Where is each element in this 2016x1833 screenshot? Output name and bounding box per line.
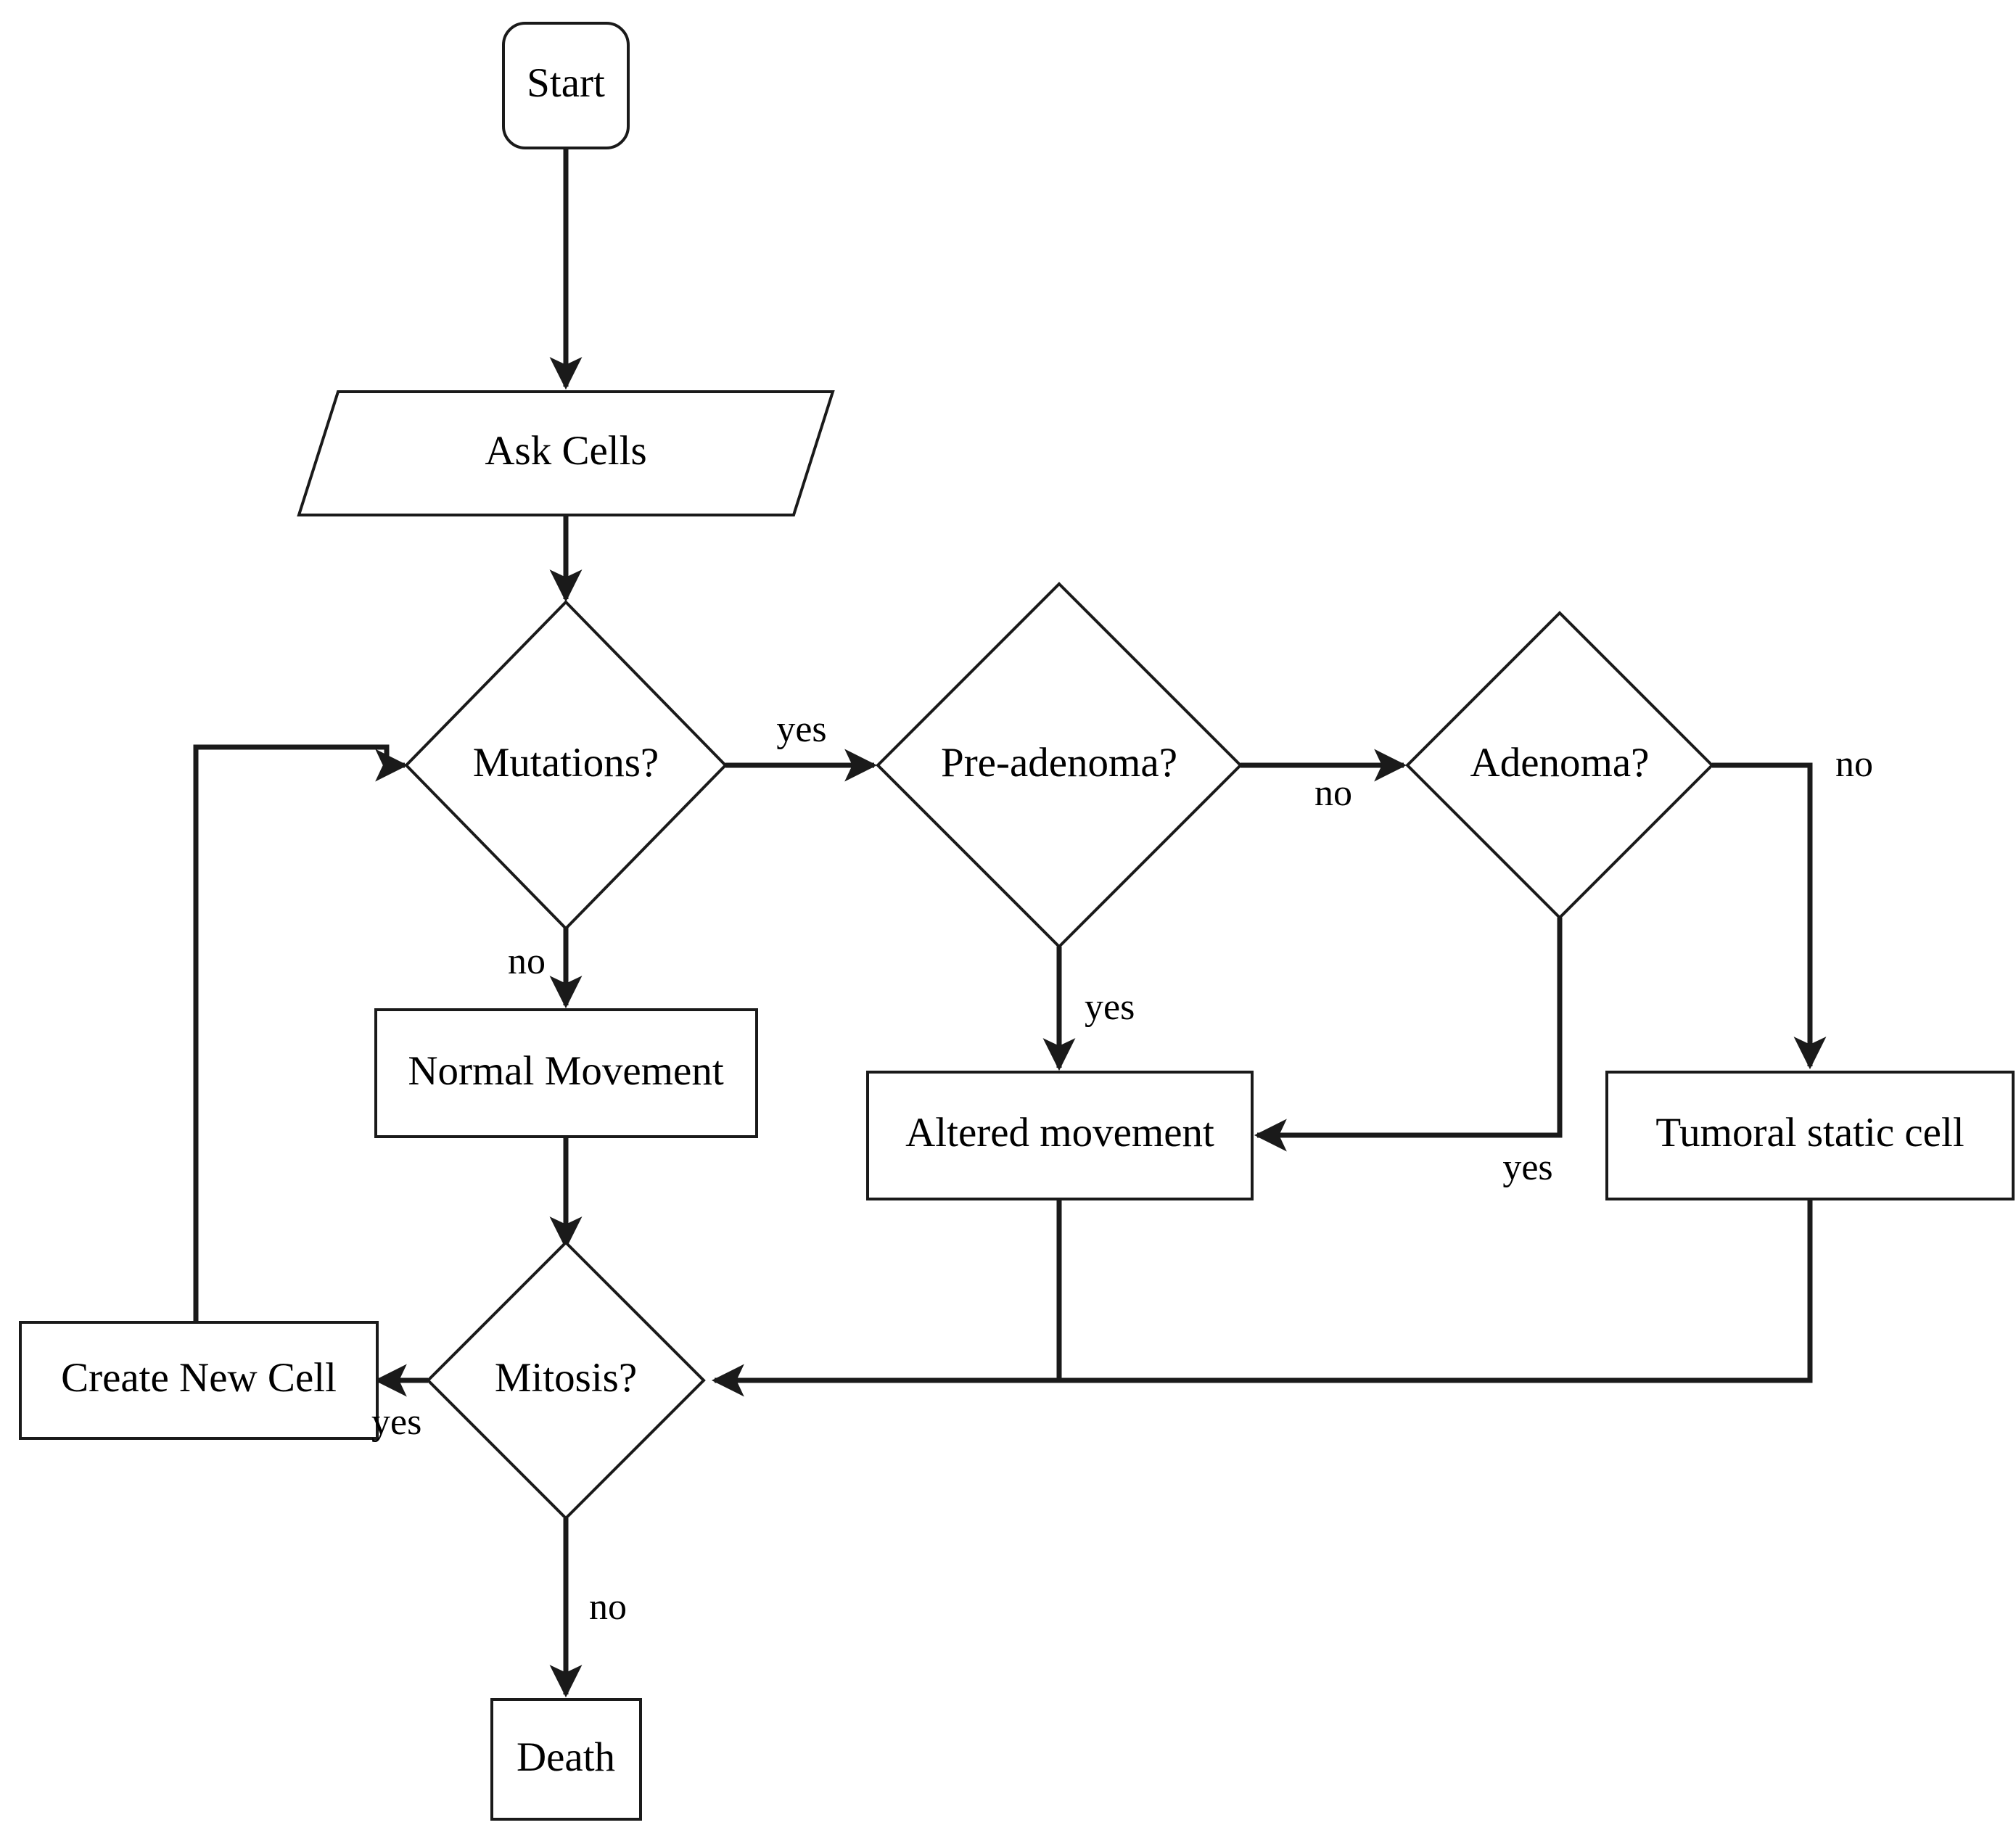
edge-label-preadenoma-no: no xyxy=(1314,773,1352,814)
node-start[interactable]: Start xyxy=(502,22,630,149)
edge-label-mutations-yes: yes xyxy=(776,709,826,750)
node-ask-cells-label: Ask Cells xyxy=(485,428,646,474)
node-mutations-shape xyxy=(404,600,728,931)
node-mitosis-label: Mitosis? xyxy=(495,1355,637,1401)
node-altered-movement-shape xyxy=(866,1071,1254,1200)
node-preadenoma[interactable]: Pre-adenoma? xyxy=(876,582,1243,949)
node-create-new-cell[interactable]: Create New Cell xyxy=(19,1321,379,1440)
node-ask-cells[interactable]: Ask Cells xyxy=(297,390,835,516)
edge-label-adenoma-no: no xyxy=(1835,744,1873,785)
edge-create-to-mutations xyxy=(193,744,408,1322)
edge-adenoma-to-tumoral xyxy=(1712,762,1827,1070)
edge-label-mutations-no: no xyxy=(508,941,546,982)
node-ask-cells-shape xyxy=(297,390,835,516)
node-altered-movement-label: Altered movement xyxy=(905,1110,1214,1156)
node-tumoral-static-cell[interactable]: Tumoral static cell xyxy=(1605,1071,2015,1200)
node-altered-movement[interactable]: Altered movement xyxy=(866,1071,1254,1200)
node-tumoral-static-cell-label: Tumoral static cell xyxy=(1655,1110,1964,1156)
node-tumoral-static-cell-shape xyxy=(1605,1071,2015,1200)
edge-adenoma-to-altered xyxy=(1254,918,1563,1152)
node-preadenoma-shape xyxy=(876,582,1243,949)
node-adenoma-shape xyxy=(1405,611,1714,920)
node-death[interactable]: Death xyxy=(490,1698,642,1821)
node-death-label: Death xyxy=(517,1734,615,1780)
node-death-shape xyxy=(490,1698,642,1821)
edge-label-mitosis-yes: yes xyxy=(371,1401,421,1443)
node-normal-movement[interactable]: Normal Movement xyxy=(374,1008,758,1138)
node-preadenoma-label: Pre-adenoma? xyxy=(941,740,1177,786)
node-mutations[interactable]: Mutations? xyxy=(404,600,728,931)
edge-tumoral-to-mitosis xyxy=(1059,1199,1813,1383)
node-create-new-cell-label: Create New Cell xyxy=(61,1355,337,1401)
node-normal-movement-shape xyxy=(374,1008,758,1138)
node-mitosis-shape xyxy=(426,1240,706,1520)
edge-labels-layer: yes no no yes yes no yes no xyxy=(371,709,1873,1628)
edge-label-adenoma-yes: yes xyxy=(1502,1147,1552,1188)
node-create-new-cell-shape xyxy=(19,1321,379,1440)
node-mitosis[interactable]: Mitosis? xyxy=(426,1240,706,1520)
node-start-label: Start xyxy=(527,60,605,106)
node-adenoma-label: Adenoma? xyxy=(1470,740,1650,786)
edge-label-preadenoma-yes: yes xyxy=(1085,986,1135,1028)
edges-layer xyxy=(193,148,1827,1698)
edge-altered-to-mitosis xyxy=(711,1199,1062,1397)
node-adenoma[interactable]: Adenoma? xyxy=(1405,611,1714,920)
node-start-shape xyxy=(502,22,630,149)
edge-label-mitosis-no: no xyxy=(589,1586,627,1628)
nodes-layer: Start Ask Cells Mutations? Pre-adenoma? … xyxy=(19,22,2015,1821)
node-mutations-label: Mutations? xyxy=(473,740,659,786)
node-normal-movement-label: Normal Movement xyxy=(408,1048,723,1094)
